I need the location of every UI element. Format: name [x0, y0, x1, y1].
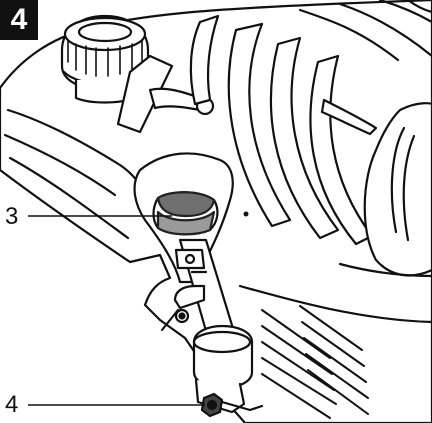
- tube-clip: [174, 248, 206, 270]
- housing-contour: [3, 133, 117, 197]
- callout-label-drain-bolt: 4: [5, 391, 19, 418]
- housing-detail: [406, 0, 432, 14]
- callout-label-dipstick: 3: [5, 203, 19, 230]
- throttle-lever: [116, 54, 215, 134]
- engine-cover-edge: [402, 134, 416, 242]
- housing-detail: [338, 2, 432, 58]
- housing-detail: [298, 8, 400, 62]
- housing-contour: [8, 156, 130, 240]
- engine-cover: [363, 102, 432, 277]
- vent-slats: [261, 305, 369, 419]
- step-number-badge: 4: [0, 0, 38, 40]
- housing-crease: [338, 262, 432, 278]
- print-speck: [243, 211, 249, 217]
- drain-bolt: [200, 392, 264, 418]
- dipstick-handle: [152, 191, 219, 236]
- housing-detail: [320, 98, 378, 136]
- housing-crease: [238, 284, 432, 324]
- engine-cover-edge: [390, 126, 406, 234]
- housing-detail: [378, 0, 432, 24]
